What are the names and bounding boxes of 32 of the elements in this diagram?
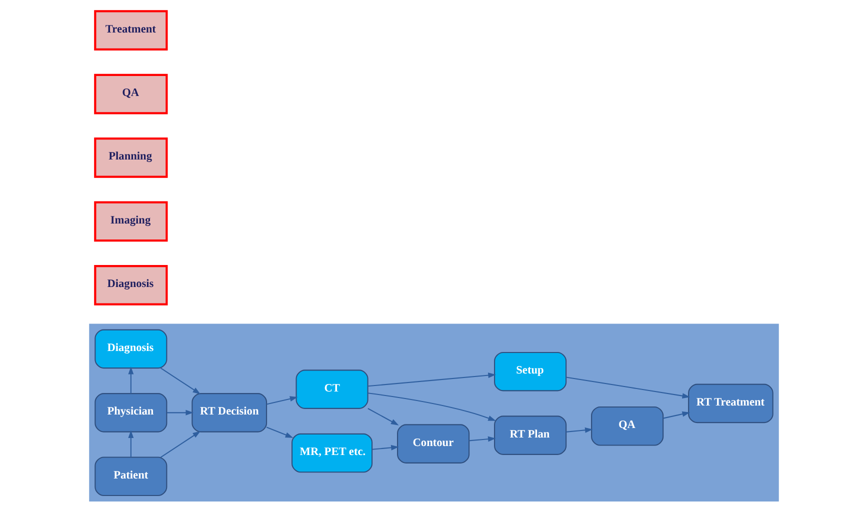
arrow xyxy=(128,430,134,458)
arrow xyxy=(266,396,298,405)
arrow xyxy=(662,411,690,419)
node-box: RT Plan xyxy=(494,416,566,455)
node-box: Imaging xyxy=(94,201,168,242)
arrow xyxy=(160,368,200,394)
arrow xyxy=(566,427,592,433)
node-box: Contour xyxy=(396,424,470,464)
arrow xyxy=(166,410,193,416)
node-box: Setup xyxy=(494,352,566,392)
cluster xyxy=(88,324,778,502)
node-box: Treatment xyxy=(94,10,168,50)
node-box: QA xyxy=(94,74,168,114)
arrow xyxy=(367,392,496,421)
node-box: Planning xyxy=(94,138,168,178)
arrow xyxy=(367,408,398,426)
node-box: RT Decision xyxy=(191,393,267,432)
node-box: Patient xyxy=(94,456,167,496)
arrow xyxy=(566,376,690,399)
node-box: Physician xyxy=(94,393,167,432)
node-box: MR, PET etc. xyxy=(291,433,372,473)
node-box: RT Treatment xyxy=(688,384,773,424)
node-box: QA xyxy=(590,406,664,446)
arrow xyxy=(266,426,293,438)
node-box: CT xyxy=(295,370,368,409)
node-box: Diagnosis xyxy=(94,329,167,369)
arrow xyxy=(372,444,398,450)
arrow xyxy=(468,436,496,442)
arrow xyxy=(367,372,496,387)
arrow xyxy=(160,431,200,458)
arrow xyxy=(128,366,134,394)
node-box: Diagnosis xyxy=(94,265,168,306)
